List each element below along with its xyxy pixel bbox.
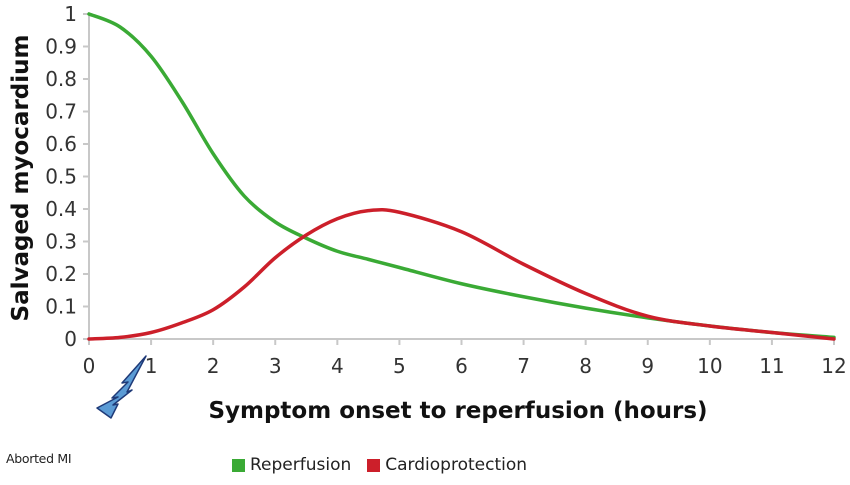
x-axis-label: Symptom onset to reperfusion (hours)	[208, 398, 707, 424]
x-tick-label: 11	[759, 354, 784, 378]
legend: Reperfusion Cardioprotection	[232, 455, 527, 475]
legend-swatch-reperfusion	[232, 458, 245, 472]
series-lines	[87, 12, 836, 341]
x-tick-label: 7	[517, 354, 530, 378]
y-ticks: 0 0.1 0.2 0.3 0.4 0.5 0.6 0.7 0.8 0.9 1	[45, 2, 89, 351]
x-tick-label: 0	[83, 354, 96, 378]
y-tick-label: 0.5	[45, 165, 77, 189]
x-tick-label: 10	[697, 354, 722, 378]
x-tick-label: 5	[393, 354, 406, 378]
y-tick-label: 0.7	[45, 100, 77, 124]
x-tick-label: 2	[207, 354, 220, 378]
y-axis-label: Salvaged myocardium	[8, 35, 34, 322]
legend-item-reperfusion: Reperfusion	[232, 455, 351, 475]
x-tick-label: 3	[269, 354, 282, 378]
lightning-bolt-icon	[96, 355, 147, 419]
y-tick-label: 0.1	[45, 295, 77, 319]
y-axis-title: Salvaged myocardium	[8, 35, 34, 322]
y-tick-label: 0.8	[45, 67, 77, 91]
y-tick-label: 0	[64, 327, 77, 351]
legend-item-cardioprotection: Cardioprotection	[367, 455, 527, 475]
legend-swatch-cardioprotection	[367, 458, 381, 472]
legend-label-cardioprotection: Cardioprotection	[385, 455, 528, 475]
x-tick-label: 6	[455, 354, 468, 378]
x-tick-label: 4	[331, 354, 344, 378]
y-tick-label: 0.3	[45, 230, 77, 254]
x-tick-label: 12	[821, 354, 846, 378]
y-tick-label: 0.6	[45, 132, 77, 156]
legend-label-reperfusion: Reperfusion	[250, 455, 352, 475]
x-tick-label: 9	[641, 354, 654, 378]
y-tick-label: 0.4	[45, 197, 77, 221]
y-tick-label: 1	[64, 2, 77, 26]
x-tick-label: 1	[145, 354, 158, 378]
series-line-reperfusion	[87, 12, 836, 340]
series-line-cardioprotection	[87, 207, 836, 341]
line-chart: Salvaged myocardium 00.10.20.30.40.50.60…	[8, 2, 847, 424]
y-tick-label: 0.2	[45, 262, 77, 286]
x-tick-label: 8	[579, 354, 592, 378]
aborted-mi-label: Aborted MI	[6, 451, 72, 466]
y-tick-label: 0.9	[45, 35, 77, 59]
